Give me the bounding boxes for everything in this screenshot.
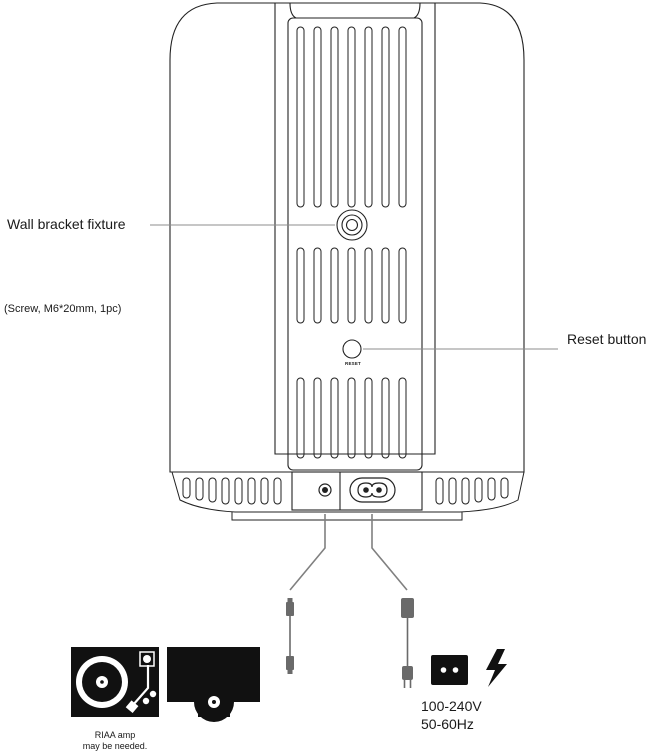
connector-plate — [291, 471, 423, 511]
speaker-base — [171, 471, 525, 521]
power-socket — [349, 477, 396, 503]
power-cable-icon — [401, 598, 414, 688]
cable-runs — [289, 514, 408, 591]
reset-button-label: Reset button — [567, 331, 647, 347]
riaa-note-line2: may be needed. — [82, 741, 148, 751]
aux-cable-run — [289, 514, 326, 591]
power-cable-run — [371, 514, 408, 591]
leader-lines — [150, 224, 558, 350]
frequency-label: 50-60Hz — [421, 716, 474, 732]
voltage-label: 100-240V — [421, 698, 482, 714]
riaa-note-line1: RIAA amp — [94, 730, 136, 740]
vent-slots — [296, 26, 407, 459]
reset-marking: RESET — [345, 361, 362, 366]
lightning-bolt-icon — [486, 649, 507, 687]
turntable-icon — [71, 647, 159, 717]
wall-bracket-fixture — [336, 209, 368, 241]
record-player-icon — [167, 647, 260, 722]
aux-input-jack — [318, 483, 332, 497]
wall-outlet-icon — [431, 655, 468, 685]
speaker-body — [169, 2, 525, 473]
wall-bracket-label: Wall bracket fixture — [7, 216, 126, 232]
base-vent-ribs — [182, 477, 509, 505]
power-spec: 100-240V 50-60Hz — [421, 697, 482, 733]
screw-spec-label: (Screw, M6*20mm, 1pc) — [4, 303, 122, 315]
reset-button[interactable] — [342, 339, 362, 359]
riaa-note: RIAA amp may be needed. — [67, 730, 163, 752]
aux-cable-icon — [286, 598, 294, 674]
